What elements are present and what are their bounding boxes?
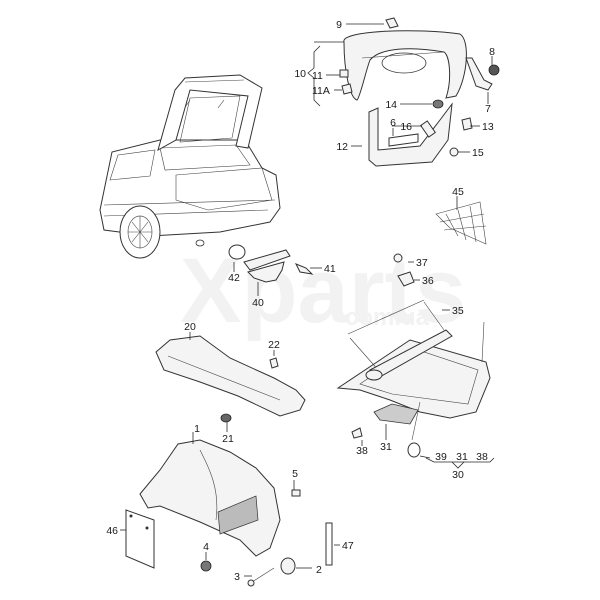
callout-15: 15 bbox=[472, 147, 484, 159]
callout-10: 10 bbox=[294, 68, 306, 80]
callout-1: 1 bbox=[194, 423, 200, 435]
callout-16: 16 bbox=[400, 121, 412, 133]
callout-12: 12 bbox=[336, 141, 348, 153]
callout-30: 30 bbox=[452, 469, 464, 481]
watermark-brand: Xparts bbox=[180, 240, 466, 342]
callout-46: 46 bbox=[106, 525, 118, 537]
callout-31-left: 31 bbox=[380, 441, 392, 453]
watermark: Xparts com.ua bbox=[180, 240, 466, 342]
trunk-lid-trim bbox=[339, 17, 500, 167]
callout-21: 21 bbox=[222, 433, 234, 445]
rear-shelf bbox=[336, 253, 491, 458]
callout-38-right: 38 bbox=[476, 451, 488, 463]
callout-labels: 1 2 3 4 5 6 7 8 9 10 11 11A 12 13 14 15 … bbox=[106, 19, 495, 583]
callout-7: 7 bbox=[485, 103, 491, 115]
callout-31-right: 31 bbox=[456, 451, 468, 463]
callout-8: 8 bbox=[489, 46, 495, 58]
callout-42: 42 bbox=[228, 272, 240, 284]
callout-3: 3 bbox=[234, 571, 240, 583]
leader-lines bbox=[120, 23, 495, 577]
callout-22: 22 bbox=[268, 339, 280, 351]
callout-6: 6 bbox=[390, 117, 396, 129]
callout-37: 37 bbox=[416, 257, 428, 269]
callout-45: 45 bbox=[452, 186, 464, 198]
callout-11: 11 bbox=[312, 70, 323, 82]
callout-41: 41 bbox=[324, 263, 336, 275]
callout-47: 47 bbox=[342, 540, 354, 552]
callout-14: 14 bbox=[385, 99, 397, 111]
luggage-net bbox=[435, 201, 487, 245]
callout-11a: 11A bbox=[312, 85, 330, 97]
callout-4: 4 bbox=[203, 541, 209, 553]
callout-35: 35 bbox=[452, 305, 464, 317]
side-trim-lower bbox=[125, 439, 333, 587]
callout-9: 9 bbox=[336, 19, 342, 31]
callout-39: 39 bbox=[435, 451, 447, 463]
callout-2: 2 bbox=[316, 564, 322, 576]
car-illustration bbox=[99, 74, 281, 259]
callout-40: 40 bbox=[252, 297, 264, 309]
watermark-domain: com.ua bbox=[345, 304, 430, 331]
callout-20: 20 bbox=[184, 321, 196, 333]
callout-36: 36 bbox=[422, 275, 434, 287]
callout-13: 13 bbox=[482, 121, 494, 133]
side-trim-upper bbox=[155, 335, 306, 423]
callout-38-left: 38 bbox=[356, 445, 368, 457]
callout-5: 5 bbox=[292, 468, 298, 480]
trunk-handle bbox=[228, 244, 314, 283]
